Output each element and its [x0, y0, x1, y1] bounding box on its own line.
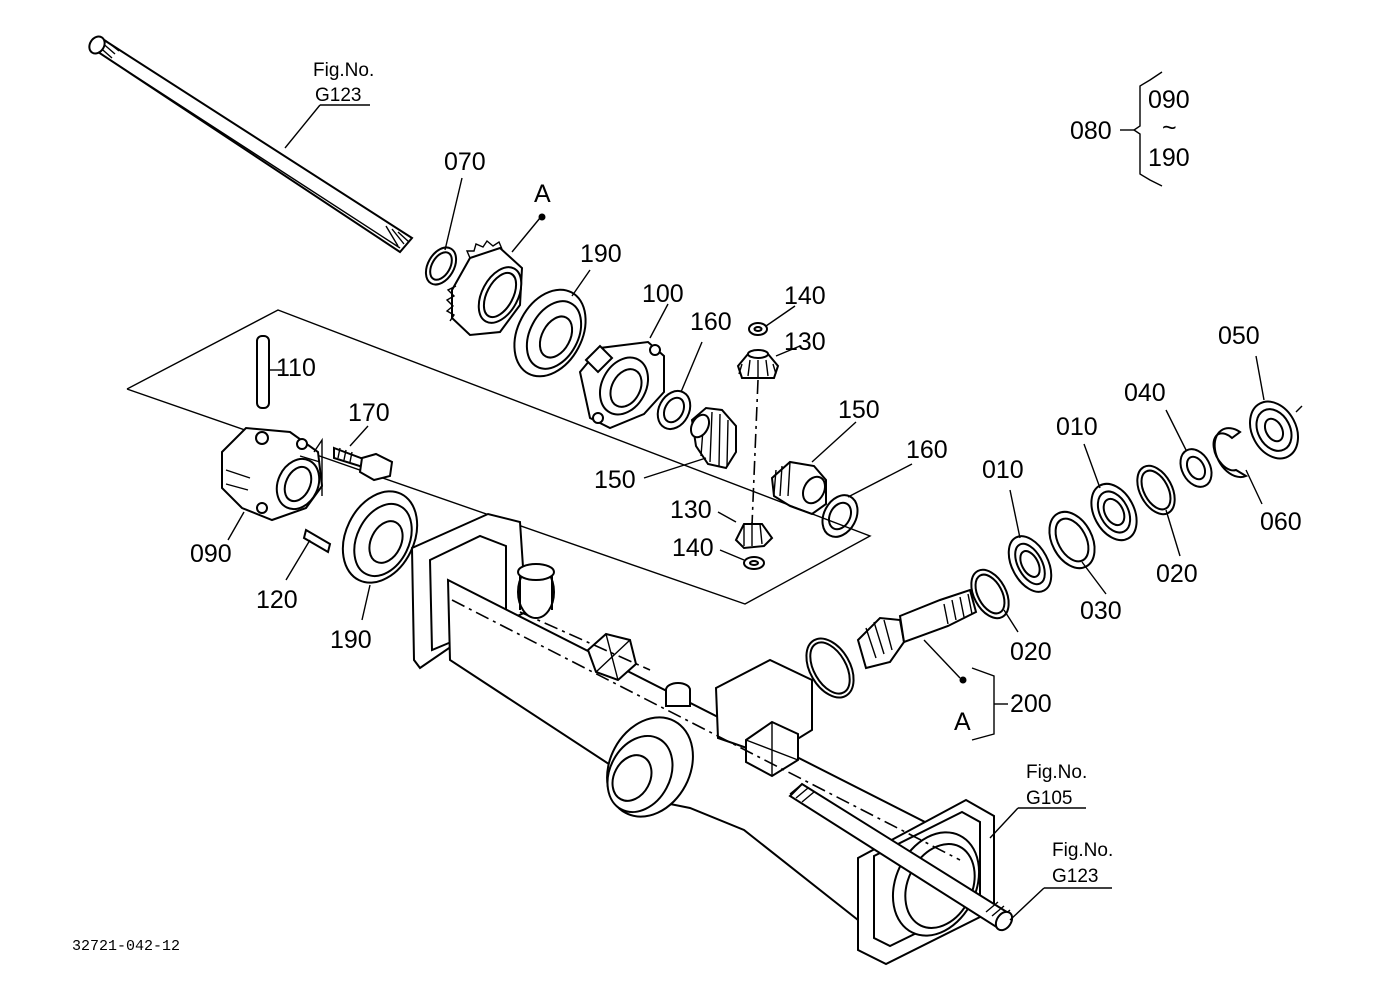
label-110: 110 [276, 354, 316, 382]
label-050: 050 [1218, 322, 1260, 350]
assembly-outline [126, 309, 872, 605]
label-190-left: 190 [330, 626, 372, 654]
seal-020-right-part [1136, 464, 1181, 557]
fig-ref-top[interactable]: Fig.No. G123 [284, 60, 374, 149]
seal-020-left-part [970, 568, 1019, 633]
label-120: 120 [256, 586, 298, 614]
bracket-200 [971, 667, 1008, 741]
fig-ref-top-number: G123 [315, 85, 361, 106]
diff-case-100-part [578, 303, 669, 430]
collar-040-part [1165, 409, 1213, 488]
label-190-top: 190 [580, 240, 622, 268]
label-060: 060 [1260, 508, 1302, 536]
label-a-bottom: A [954, 708, 971, 736]
pin-120-part [285, 528, 332, 581]
bearing-010-left-part [1007, 489, 1053, 593]
label-130-bottom: 130 [670, 496, 712, 524]
bearing-010-right-part [1083, 443, 1138, 542]
side-gear-150-right-part [770, 421, 857, 516]
label-020-left: 020 [1010, 638, 1052, 666]
fig-ref-right-lower-label: Fig.No. [1052, 840, 1113, 861]
group-parent-label: 080 [1070, 117, 1112, 145]
snap-ring-060-part [1212, 427, 1263, 505]
label-170: 170 [348, 399, 390, 427]
fig-ref-right-upper-label: Fig.No. [1026, 762, 1087, 783]
group-to-label: 190 [1148, 144, 1190, 172]
bearing-190-top-part [513, 269, 591, 378]
spacer-030-part [1048, 510, 1107, 595]
label-070: 070 [444, 148, 486, 176]
group-from-label: 090 [1148, 86, 1190, 114]
pump-housing-090-part [221, 426, 324, 541]
bevel-gear-a-part [445, 213, 546, 337]
pinion-shaft-200-part [805, 588, 978, 699]
pin-110-part [256, 335, 282, 409]
fig-ref-right-lower-number: G123 [1052, 866, 1098, 887]
bolt-170-part [333, 425, 394, 482]
bearing-190-left-part [341, 490, 419, 621]
label-160-right: 160 [906, 436, 948, 464]
label-a-top: A [534, 180, 551, 208]
lower-axle-shaft [788, 782, 1014, 932]
upper-axle-shaft [88, 35, 414, 254]
label-140-bottom: 140 [672, 534, 714, 562]
pinion-130-bottom-part [717, 511, 774, 570]
label-020-right: 020 [1156, 560, 1198, 588]
fig-ref-top-label: Fig.No. [313, 60, 374, 81]
fig-ref-right-upper[interactable]: Fig.No. G105 [989, 762, 1087, 839]
label-150-right: 150 [838, 396, 880, 424]
fig-ref-right-lower[interactable]: Fig.No. G123 [1009, 840, 1113, 921]
side-gear-150-left-part [643, 406, 737, 479]
label-130-top: 130 [784, 328, 826, 356]
label-150-left: 150 [594, 466, 636, 494]
label-100: 100 [642, 280, 684, 308]
fig-ref-right-upper-number: G105 [1026, 788, 1072, 809]
bearing-050-part [1249, 355, 1303, 460]
label-200: 200 [1010, 690, 1052, 718]
group-tilde: ~ [1162, 114, 1177, 142]
washer-160-right-part [821, 463, 913, 538]
label-040: 040 [1124, 379, 1166, 407]
axle-housing-part [410, 512, 995, 966]
ring-070-part [424, 177, 463, 286]
label-160-top: 160 [690, 308, 732, 336]
label-090: 090 [190, 540, 232, 568]
pinion-130-top-part [736, 305, 801, 526]
diagram-code: 32721-042-12 [72, 938, 180, 955]
part-labels: 070 A 190 100 140 130 160 150 150 160 13… [190, 148, 1302, 736]
label-030: 030 [1080, 597, 1122, 625]
washer-160-top-part [656, 341, 703, 431]
label-010-right: 010 [1056, 413, 1098, 441]
group-note: 080 090 ~ 190 [1070, 71, 1190, 187]
label-010-left: 010 [982, 456, 1024, 484]
label-140-top: 140 [784, 282, 826, 310]
